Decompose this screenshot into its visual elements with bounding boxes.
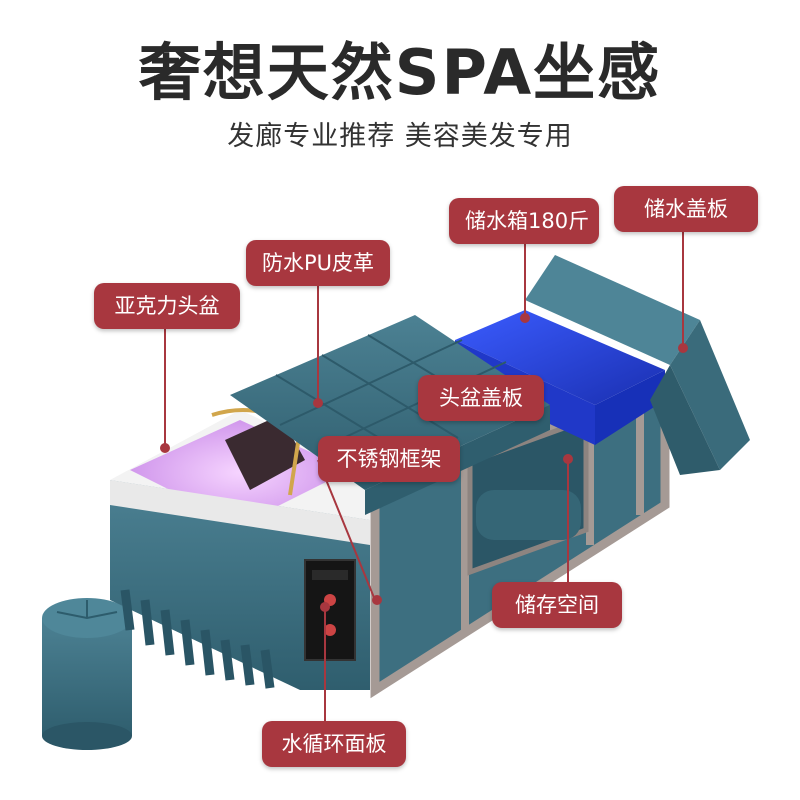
callout-acrylic-basin: 亚克力头盆 [94, 283, 240, 329]
callout-tank-cover: 储水盖板 [614, 186, 758, 232]
callout-water-tank: 储水箱180斤 [449, 198, 599, 244]
leader-lines [160, 228, 688, 723]
callout-pu-leather: 防水PU皮革 [246, 240, 390, 286]
callout-basin-cover: 头盆盖板 [418, 375, 544, 421]
tank-cover [525, 255, 750, 475]
callout-steel-frame: 不锈钢框架 [318, 436, 460, 482]
page-subtitle: 发廊专业推荐 美容美发专用 [227, 121, 573, 152]
page-title: 奢想天然SPA坐感 [138, 36, 662, 109]
stool [42, 598, 132, 750]
callout-storage-space: 储存空间 [492, 582, 622, 628]
callout-circulation-panel: 水循环面板 [262, 721, 406, 767]
